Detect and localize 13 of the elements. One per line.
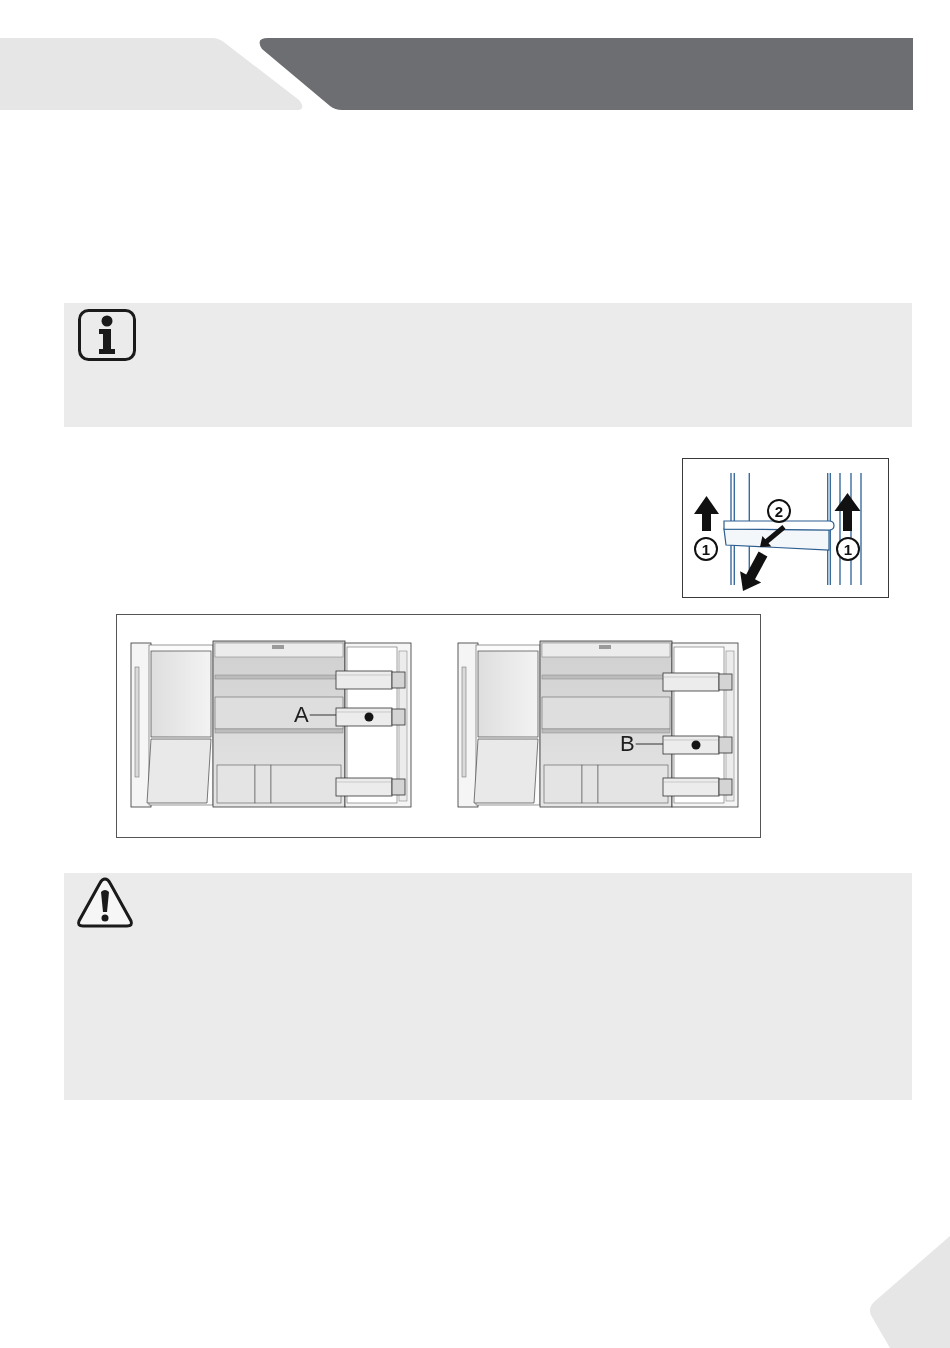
callout-number: 1 xyxy=(694,537,718,561)
callout-letter: B xyxy=(619,733,636,755)
door-bin xyxy=(335,777,406,797)
door-bin xyxy=(662,672,733,692)
door-bin xyxy=(335,707,406,727)
leader-line xyxy=(309,714,337,716)
leader-line xyxy=(635,743,664,745)
callout-number: 1 xyxy=(836,537,860,561)
door-bin xyxy=(662,735,733,755)
callout-number: 2 xyxy=(767,499,791,523)
door-bin xyxy=(335,670,406,690)
callout-letter: A xyxy=(293,704,310,726)
door-bin xyxy=(662,777,733,797)
